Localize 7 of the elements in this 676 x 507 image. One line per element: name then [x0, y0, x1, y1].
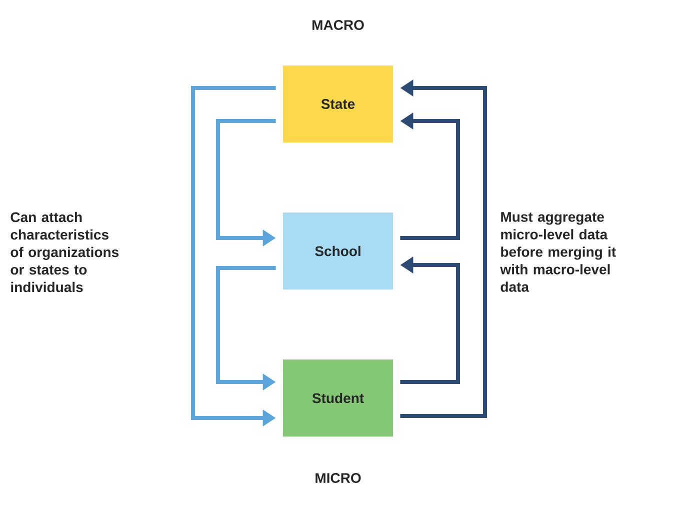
note-text: Must aggregate micro-level data before merging it with macro-level data — [500, 212, 616, 292]
level-box: State — [283, 66, 393, 142]
level-box: School — [283, 212, 393, 290]
level-label: MACRO — [312, 20, 364, 30]
level-label: MICRO — [316, 473, 361, 483]
level-box: Student — [283, 360, 393, 436]
note-text: Can attach characteristics of organizations or states to individuals — [10, 212, 119, 292]
